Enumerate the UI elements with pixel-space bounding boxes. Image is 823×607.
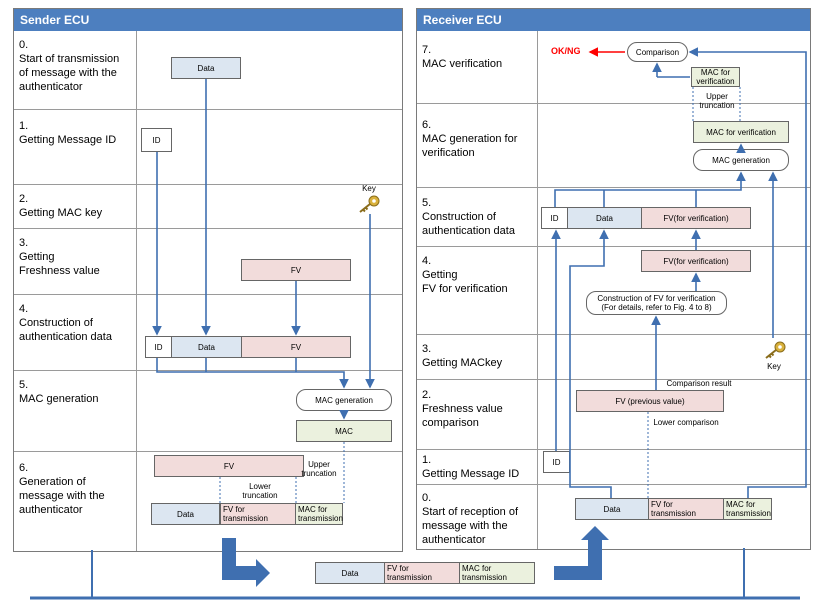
- receiver-construction-fv-box: Construction of FV for verification (For…: [586, 291, 727, 315]
- bus-fv-box: FV for transmission: [384, 562, 460, 584]
- sender-step-0-label: 0. Start of transmission of message with…: [19, 39, 120, 93]
- receiver-step-1-label: 1. Getting Message ID: [422, 454, 520, 480]
- sender-step-1: 1. Getting Message ID: [14, 109, 402, 185]
- receiver-step-6-label: 6. MAC generation for verification: [422, 119, 518, 159]
- sender-auth-fv-box: FV: [241, 336, 351, 358]
- sender-msg-data-box: Data: [151, 503, 220, 525]
- receiver-comparison-box: Comparison: [627, 42, 688, 62]
- sender-data-box: Data: [171, 57, 241, 79]
- receiver-step-0-label: 0. Start of reception of message with th…: [422, 492, 518, 546]
- sender-fv-full-box: FV: [154, 455, 304, 477]
- receiver-step-4-label: 4. Getting FV for verification: [422, 255, 508, 295]
- ok-ng-label: OK/NG: [551, 46, 581, 56]
- comparison-result-label: Comparison result: [666, 379, 732, 388]
- receiver-fv-previous-box: FV (previous value): [576, 390, 724, 412]
- receiver-step-2: 2. Freshness value comparison: [417, 379, 810, 450]
- receiver-key-label: Key: [767, 362, 781, 371]
- sender-step-1-label: 1. Getting Message ID: [19, 120, 117, 146]
- receiver-step-5-label: 5. Construction of authentication data: [422, 197, 515, 237]
- receiver-step-3-label: 3. Getting MACkey: [422, 343, 503, 369]
- sender-step-3-label: 3. Getting Freshness value: [19, 237, 100, 277]
- receiver-ecu-title: Receiver ECU: [417, 9, 810, 31]
- lower-comparison-label: Lower comparison: [653, 418, 719, 427]
- receiver-auth-data-box: Data: [567, 207, 642, 229]
- receiver-step-2-label: 2. Freshness value comparison: [422, 389, 503, 429]
- sender-ecu-title: Sender ECU: [14, 9, 402, 31]
- sender-step-4-label: 4. Construction of authentication data: [19, 303, 112, 343]
- receiver-step-0: 0. Start of reception of message with th…: [417, 484, 810, 550]
- receiver-mac-generation-box: MAC generation: [693, 149, 789, 171]
- sender-msg-fv-box: FV for transmission: [220, 503, 296, 525]
- sender-step-5-label: 5. MAC generation: [19, 379, 99, 405]
- sender-mac-generation-box: MAC generation: [296, 389, 392, 411]
- receiver-upper-truncation-label: Upper truncation: [699, 92, 735, 110]
- sender-fv-box: FV: [241, 259, 351, 281]
- sender-msg-mac-box: MAC for transmission: [295, 503, 343, 525]
- receiver-fv-verification-box: FV(for verification): [641, 250, 751, 272]
- receiver-msg-mac-box: MAC for transmission: [723, 498, 772, 520]
- sender-step-6: 6. Generation of message with the authen…: [14, 451, 402, 552]
- receiver-msg-fv-box: FV for transmission: [648, 498, 724, 520]
- receiver-step-1: 1. Getting Message ID: [417, 449, 810, 485]
- sender-lower-truncation-label: Lower truncation: [242, 482, 278, 500]
- sender-step-2: 2. Getting MAC key: [14, 184, 402, 229]
- receiver-auth-fv-box: FV(for verification): [641, 207, 751, 229]
- receiver-column-divider: [537, 31, 538, 549]
- receiver-step-6: 6. MAC generation for verification: [417, 103, 810, 188]
- bus-mac-box: MAC for transmission: [459, 562, 535, 584]
- receiver-step-7: 7. MAC verification: [417, 31, 810, 103]
- sender-auth-id-box: ID: [145, 336, 172, 358]
- sender-mac-box: MAC: [296, 420, 392, 442]
- receiver-msg-data-box: Data: [575, 498, 649, 520]
- receiver-step-3: 3. Getting MACkey: [417, 334, 810, 380]
- receiver-id-box: ID: [543, 451, 570, 473]
- receiver-mac-for-verification-box: MAC for verification: [693, 121, 789, 143]
- sender-step-6-label: 6. Generation of message with the authen…: [19, 462, 105, 516]
- sender-upper-truncation-label: Upper truncation: [301, 460, 337, 478]
- bus-data-box: Data: [315, 562, 385, 584]
- sender-key-icon: [357, 194, 381, 214]
- sender-step-2-label: 2. Getting MAC key: [19, 193, 103, 219]
- receiver-step-7-label: 7. MAC verification: [422, 44, 503, 70]
- sender-step-4: 4. Construction of authentication data: [14, 294, 402, 371]
- sender-step-0: 0. Start of transmission of message with…: [14, 31, 402, 109]
- receiver-key-icon: [763, 340, 787, 360]
- sender-id-box: ID: [141, 128, 172, 152]
- receiver-step-4: 4. Getting FV for verification: [417, 246, 810, 335]
- sender-column-divider: [136, 31, 137, 551]
- sender-key-label: Key: [362, 184, 376, 193]
- receiver-ecu-panel: Receiver ECU 7. MAC verification 6. MAC …: [416, 8, 811, 550]
- sender-step-3: 3. Getting Freshness value: [14, 228, 402, 295]
- sender-auth-data-box: Data: [171, 336, 242, 358]
- receiver-mac-for-verification-small: MAC for verification: [691, 67, 740, 87]
- receiver-auth-id-box: ID: [541, 207, 568, 229]
